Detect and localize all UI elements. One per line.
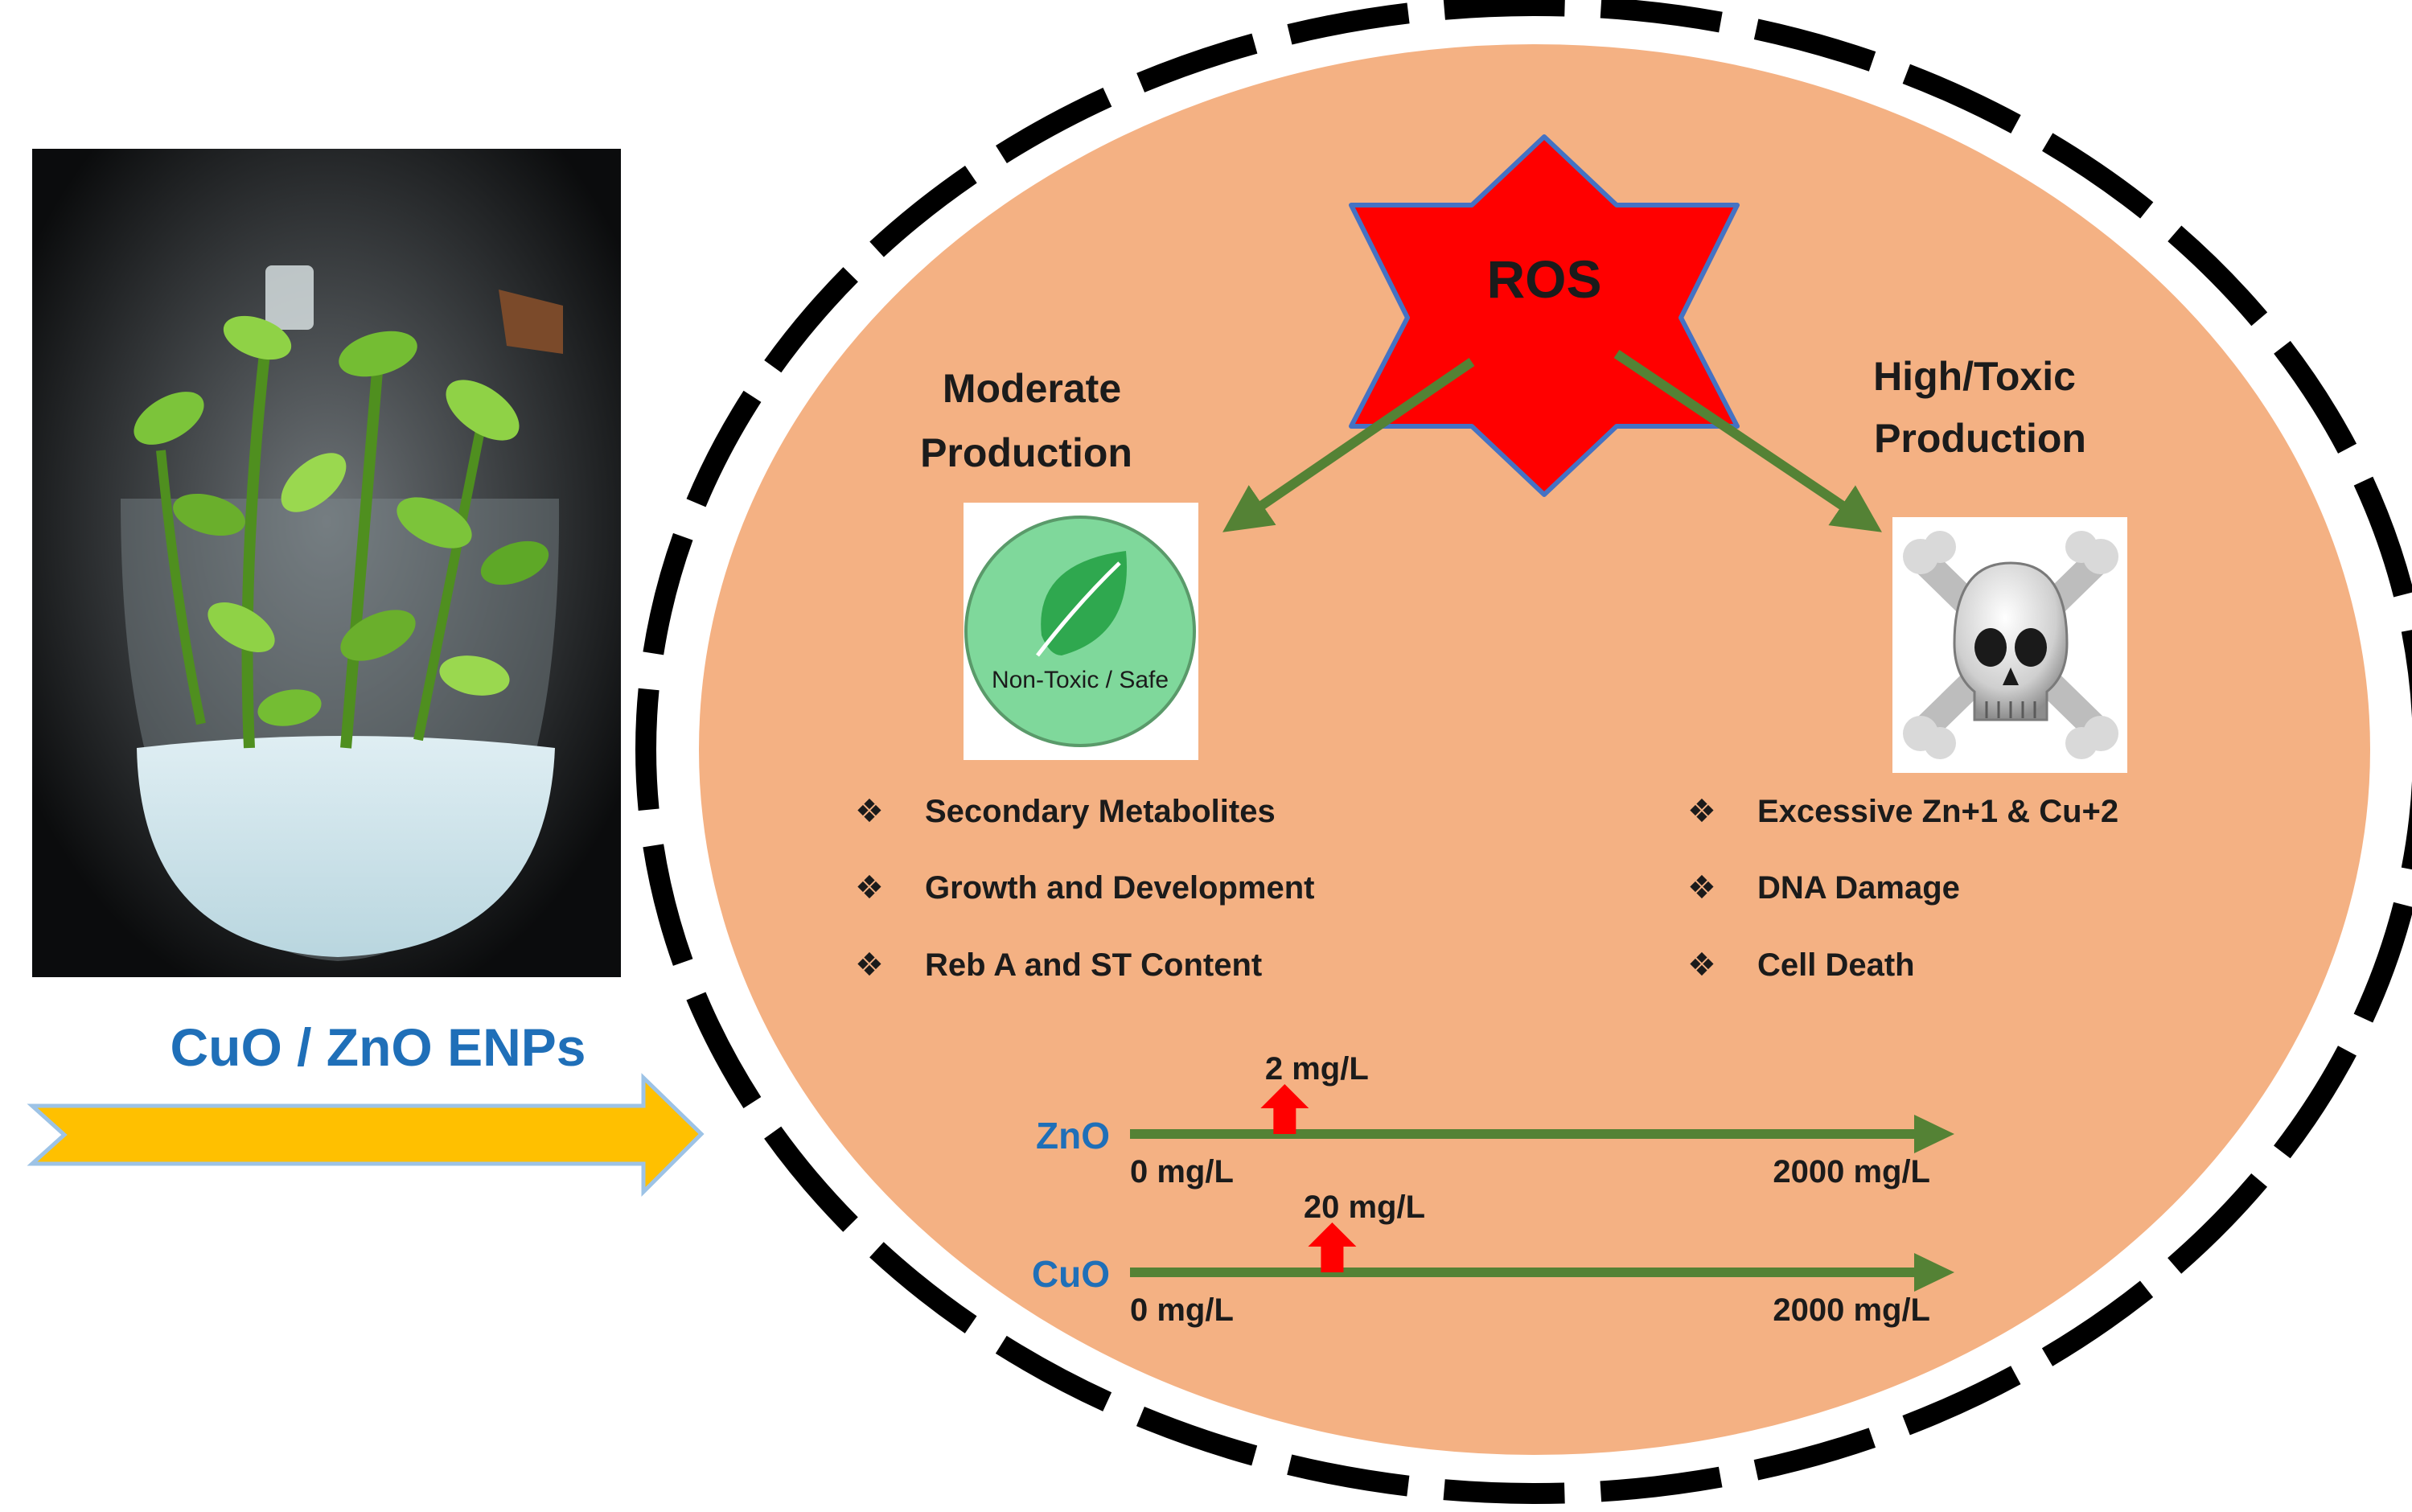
arrow-to-moderate — [1222, 358, 1475, 532]
enp-arrow — [27, 1073, 705, 1198]
toxic-heading-line1: High/Toxic — [1873, 354, 2076, 399]
list-item: Reb A and ST Content — [925, 947, 1262, 983]
marker-arrow — [1308, 1222, 1357, 1272]
marker-label: 2 mg/L — [1265, 1051, 1369, 1087]
list-item: Excessive Zn+1 & Cu+2 — [1757, 794, 2118, 829]
scale-arrowhead — [1914, 1253, 1954, 1292]
scale-name-cuo: CuO — [1032, 1253, 1110, 1295]
list-item: Cell Death — [1757, 947, 1915, 983]
arrow-to-toxic — [1613, 350, 1882, 532]
scale-start-label: 0 mg/L — [1130, 1292, 1234, 1328]
scale-end-label: 2000 mg/L — [1773, 1292, 1930, 1328]
marker-arrow — [1260, 1084, 1309, 1134]
toxic-bullet-list: ❖ Excessive Zn+1 & Cu+2 ❖ DNA Damage ❖ C… — [1687, 794, 2118, 983]
list-item: Growth and Development — [925, 870, 1315, 906]
plant-jar-image — [32, 149, 621, 977]
enp-label: CuO / ZnO ENPs — [170, 1017, 586, 1077]
leaf-icon — [1036, 551, 1127, 657]
bullet-glyph: ❖ — [1687, 947, 1716, 983]
bullet-glyph: ❖ — [855, 870, 884, 906]
six-point-star-icon — [1349, 134, 1740, 497]
marker-label: 20 mg/L — [1304, 1189, 1425, 1225]
skull-crossbones-icon — [1892, 517, 2127, 773]
scale-arrowhead — [1914, 1115, 1954, 1153]
scale-start-label: 0 mg/L — [1130, 1154, 1234, 1189]
ros-ellipse — [694, 39, 2375, 1460]
moderate-heading-line2: Production — [920, 430, 1132, 475]
non-toxic-badge: Non-Toxic / Safe — [964, 503, 1198, 760]
dashed-border — [635, 0, 2412, 1504]
bullet-glyph: ❖ — [855, 947, 884, 983]
scale-end-label: 2000 mg/L — [1773, 1154, 1930, 1189]
list-item: Secondary Metabolites — [925, 794, 1276, 829]
bullet-glyph: ❖ — [855, 794, 884, 829]
ros-label: ROS — [1486, 249, 1601, 309]
scale-name-zno: ZnO — [1036, 1115, 1110, 1157]
bullet-glyph: ❖ — [1687, 870, 1716, 906]
badge-text: Non-Toxic / Safe — [992, 667, 1169, 693]
concentration-scales: ZnO 0 mg/L 2000 mg/L 2 mg/L CuO 0 mg/L 2000 mg… — [1032, 1051, 1954, 1328]
moderate-heading-line1: Moderate — [943, 366, 1121, 411]
bullet-glyph: ❖ — [1687, 794, 1716, 829]
moderate-bullet-list: ❖ Secondary Metabolites ❖ Growth and Dev… — [855, 794, 1315, 983]
toxic-heading-line2: Production — [1874, 416, 2086, 461]
list-item: DNA Damage — [1757, 870, 1960, 906]
